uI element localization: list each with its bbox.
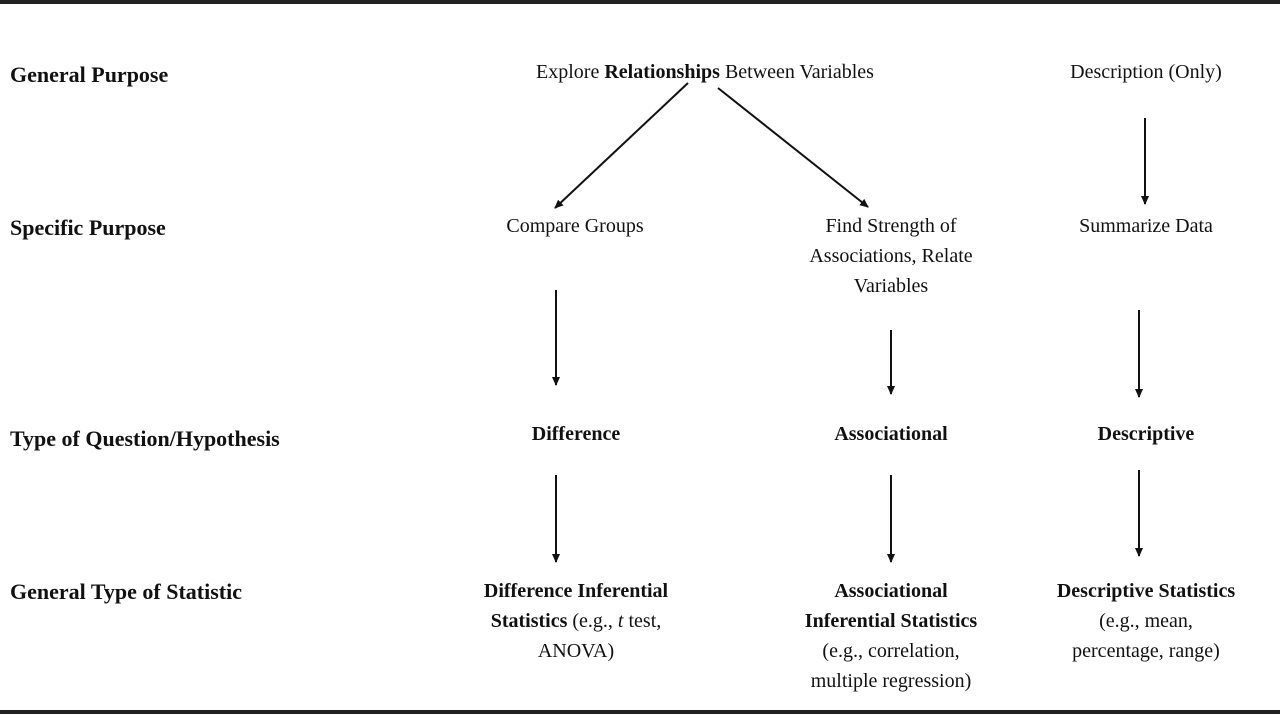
row-label-question-type: Type of Question/Hypothesis <box>10 426 280 451</box>
row-label-general-purpose: General Purpose <box>10 62 169 87</box>
assoc-stats-line-4: multiple regression) <box>810 670 972 692</box>
difference-stats-line-2-italic: t <box>617 610 624 632</box>
assoc-stats-line-2: Inferential Statistics <box>804 610 978 632</box>
explore-pre-text: Explore <box>536 61 605 83</box>
node-explore-relationships: Explore Relationships Between Variables <box>536 57 874 87</box>
node-compare-groups: Compare Groups <box>506 215 644 237</box>
node-description-only: Description (Only) <box>1070 61 1222 83</box>
desc-stats-line-3: percentage, range) <box>1072 640 1220 662</box>
desc-stats-line-1: Descriptive Statistics <box>1056 580 1236 602</box>
node-associational-statistics: Associational Inferential Statistics (e.… <box>805 576 977 696</box>
desc-stats-line-2: (e.g., mean, <box>1099 610 1193 632</box>
assoc-stats-line-3: (e.g., correlation, <box>822 640 960 662</box>
difference-stats-line-2-post: test, <box>623 610 662 632</box>
difference-stats-line-1: Difference Inferential <box>483 580 669 602</box>
node-descriptive: Descriptive <box>1097 423 1195 445</box>
explore-bold-text: Relationships <box>604 61 720 83</box>
arrow-explore-to-compare <box>554 82 689 209</box>
explore-post-text: Between Variables <box>719 61 874 83</box>
node-descriptive-statistics: Descriptive Statistics (e.g., mean, perc… <box>1057 576 1235 666</box>
arrow-explore-to-find-strength <box>717 87 869 208</box>
node-difference-statistics: Difference Inferential Statistics (e.g.,… <box>484 576 668 666</box>
top-rule <box>0 0 1280 4</box>
difference-stats-line-2-pre: (e.g., <box>567 610 618 632</box>
find-strength-line-2: Associations, Relate <box>809 245 973 267</box>
node-difference: Difference <box>531 423 621 445</box>
assoc-stats-line-1: Associational <box>834 580 948 602</box>
row-label-statistic-type: General Type of Statistic <box>10 579 242 604</box>
node-summarize-data: Summarize Data <box>1079 215 1213 237</box>
find-strength-line-1: Find Strength of <box>825 215 957 237</box>
node-associational: Associational <box>834 423 948 445</box>
row-label-specific-purpose: Specific Purpose <box>10 215 166 240</box>
find-strength-line-3: Variables <box>853 275 929 297</box>
bottom-rule <box>0 710 1280 714</box>
node-find-strength: Find Strength of Associations, Relate Va… <box>809 211 972 301</box>
difference-stats-line-2-bold: Statistics <box>490 610 568 632</box>
difference-stats-line-3: ANOVA) <box>537 640 615 662</box>
